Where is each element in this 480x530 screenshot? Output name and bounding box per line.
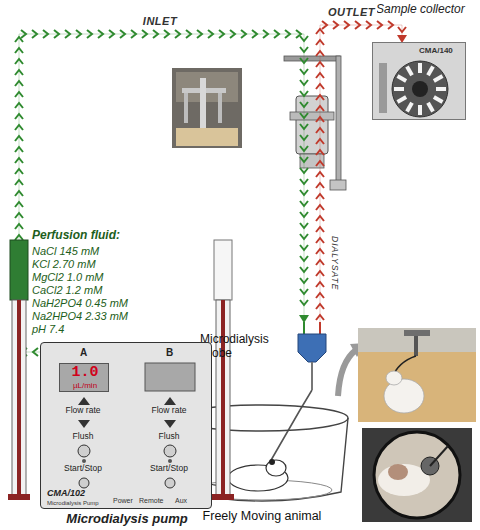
button-label: Flush (73, 432, 94, 442)
swivel-drawing (284, 56, 346, 190)
collector-photo: CMA/140 (372, 42, 466, 120)
pump-panel: CMA/102Microdialysis PumpPowerRemoteAuxM… (40, 342, 212, 509)
syringe-right (212, 240, 234, 500)
fluid-component: NaCl 145 mM (32, 245, 99, 258)
tubing-connector (15, 30, 309, 356)
button-label: Flush (159, 432, 180, 442)
swivel-photo (172, 68, 242, 148)
syringe-left (8, 240, 30, 500)
rat-photo (358, 328, 476, 422)
node-art (172, 398, 352, 526)
cage-group: Freely Moving animal (172, 398, 352, 526)
fluid-component: CaCl2 1.2 mM (32, 284, 102, 297)
pump-caption: Microdialysis pump (66, 512, 187, 527)
edge-label: INLET (141, 15, 179, 28)
flow-value: 1.0 (71, 365, 98, 380)
fluid-heading: Perfusion fluid: (32, 229, 120, 243)
channel-label: B (166, 347, 173, 359)
panel-heading: Sample collector (376, 3, 465, 17)
port-label: Power (113, 497, 133, 505)
fluid-component: Na2HPO4 2.33 mM (32, 310, 128, 323)
control-label: Flow rate (152, 406, 187, 416)
probe-group: Microdialysis Probe (200, 322, 330, 390)
fluid-component: KCl 2.70 mM (32, 258, 96, 271)
head-photo (362, 428, 472, 522)
flow-label: DIALYSATE (329, 236, 339, 290)
fluid-component: NaH2PO4 0.45 mM (32, 297, 128, 310)
fluid-component: MgCl2 1.0 mM (32, 271, 104, 284)
button-label: Start/Stop (64, 464, 102, 474)
flow-display: 1.0 µL/min (59, 363, 109, 392)
fluid-component: pH 7.4 (32, 323, 64, 336)
flow-unit: µL/min (73, 382, 97, 390)
control-label: Flow rate (66, 406, 101, 416)
edge-label: OUTLET (326, 6, 377, 19)
probe-label: Microdialysis Probe (200, 332, 286, 360)
channel-label: A (80, 347, 87, 359)
port-label: Aux (175, 497, 187, 505)
model-label: CMA/140 (419, 46, 453, 55)
device-label: Microdialysis Pump (47, 500, 99, 507)
tether-line (270, 390, 312, 462)
button-label: Start/Stop (150, 464, 188, 474)
port-label: Remote (139, 497, 164, 505)
cage-caption: Freely Moving animal (203, 509, 322, 523)
model-label: CMA/102 (47, 488, 85, 498)
